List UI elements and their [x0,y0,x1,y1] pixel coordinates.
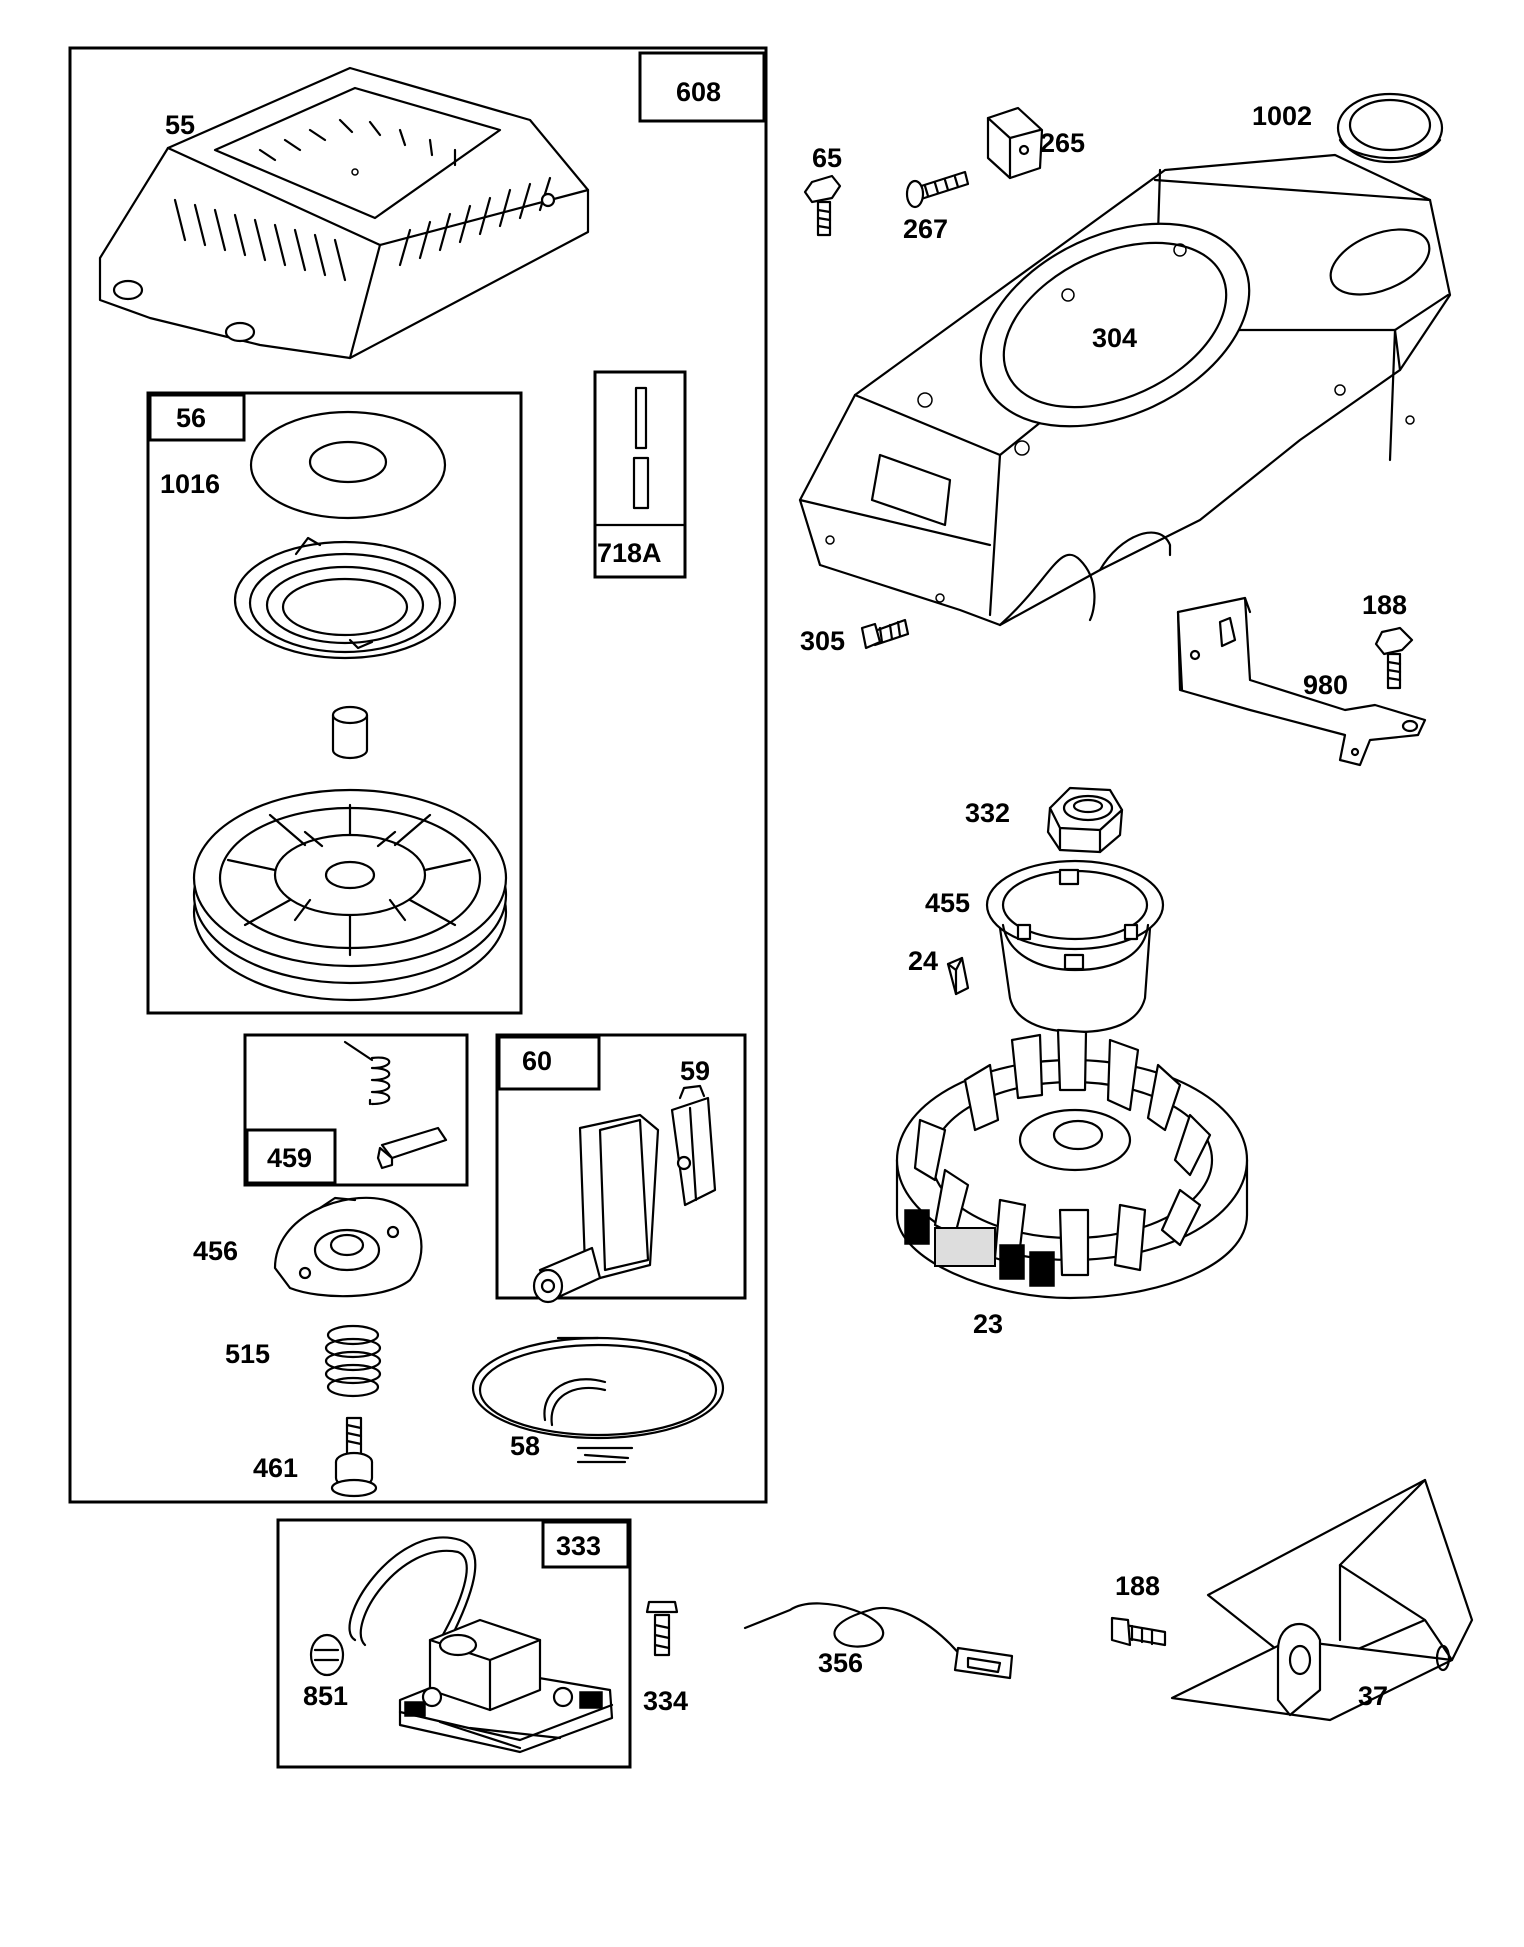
part-455-starter-cup [985,859,1165,1034]
part-188-bolt-upper [1374,626,1414,690]
part-65-bolt [803,174,842,237]
flywheel-magnet [904,1209,1055,1287]
part-980-bracket [1176,596,1427,767]
label-459: 459 [267,1143,312,1173]
part-515-spring [324,1324,382,1398]
part-718A-pins [593,370,687,579]
box-56-pulley-assembly [146,391,523,1015]
label-305: 305 [800,626,845,656]
label-333: 333 [556,1531,601,1561]
part-59-rope-insert [670,1084,717,1207]
box-60-starter-handle-kit [495,1033,747,1304]
label-332: 332 [965,798,1010,828]
pulley-pin [331,705,369,760]
label-55: 55 [165,110,195,140]
part-851-terminal [309,1633,345,1677]
label-718A: 718A [597,538,662,568]
label-456: 456 [193,1236,238,1266]
part-265-clip [986,106,1044,180]
label-265: 265 [1040,128,1085,158]
part-304-blower-housing [798,153,1452,627]
part-24-key [946,956,970,996]
part-334-screw [645,1600,679,1657]
part-305-screw [860,618,910,650]
part-456-ratchet [273,1196,423,1298]
label-515: 515 [225,1339,270,1369]
part-60-starter-handle [532,1113,660,1304]
part-1002-grommet [1336,92,1444,164]
label-59: 59 [680,1056,710,1086]
part-356-ground-wire [743,1602,1014,1680]
housing-vent-slots [173,118,552,282]
label-267: 267 [903,214,948,244]
label-356: 356 [818,1648,863,1678]
label-455: 455 [925,888,970,918]
box-608-starter-assembly [68,46,768,1504]
part-267-screw [905,170,970,209]
part-332-nut [1046,786,1124,854]
label-188-upper: 188 [1362,590,1407,620]
label-608: 608 [676,77,721,107]
part-55-starter-housing [98,66,590,360]
label-461: 461 [253,1453,298,1483]
recoil-spring [233,536,457,660]
part-23-flywheel [895,1028,1249,1300]
label-37: 37 [1358,1681,1388,1711]
label-1016: 1016 [160,469,220,499]
pawl-spring [343,1040,391,1106]
box-333-armature [276,1518,632,1769]
label-1002: 1002 [1252,101,1312,131]
box-459-pawl-kit [243,1033,469,1187]
spark-plug-lead [348,1536,477,1647]
pawl [376,1126,448,1170]
label-851: 851 [303,1681,348,1711]
label-23: 23 [973,1309,1003,1339]
part-1016-washer [249,410,447,520]
starter-pulley [192,788,508,1002]
labels: 608 55 56 1016 718A 459 60 59 456 515 46… [160,77,1407,1716]
label-188-lower: 188 [1115,1571,1160,1601]
label-304: 304 [1092,323,1137,353]
label-980: 980 [1303,670,1348,700]
label-58: 58 [510,1431,540,1461]
part-188-bolt-lower [1110,1616,1167,1647]
label-65: 65 [812,143,842,173]
label-334: 334 [643,1686,688,1716]
label-24: 24 [908,946,938,976]
part-461-screw [330,1416,378,1498]
armature-body [398,1618,614,1754]
part-37-shield [1170,1478,1474,1722]
part-58-starter-rope [471,1336,725,1464]
label-60: 60 [522,1046,552,1076]
label-56: 56 [176,403,206,433]
